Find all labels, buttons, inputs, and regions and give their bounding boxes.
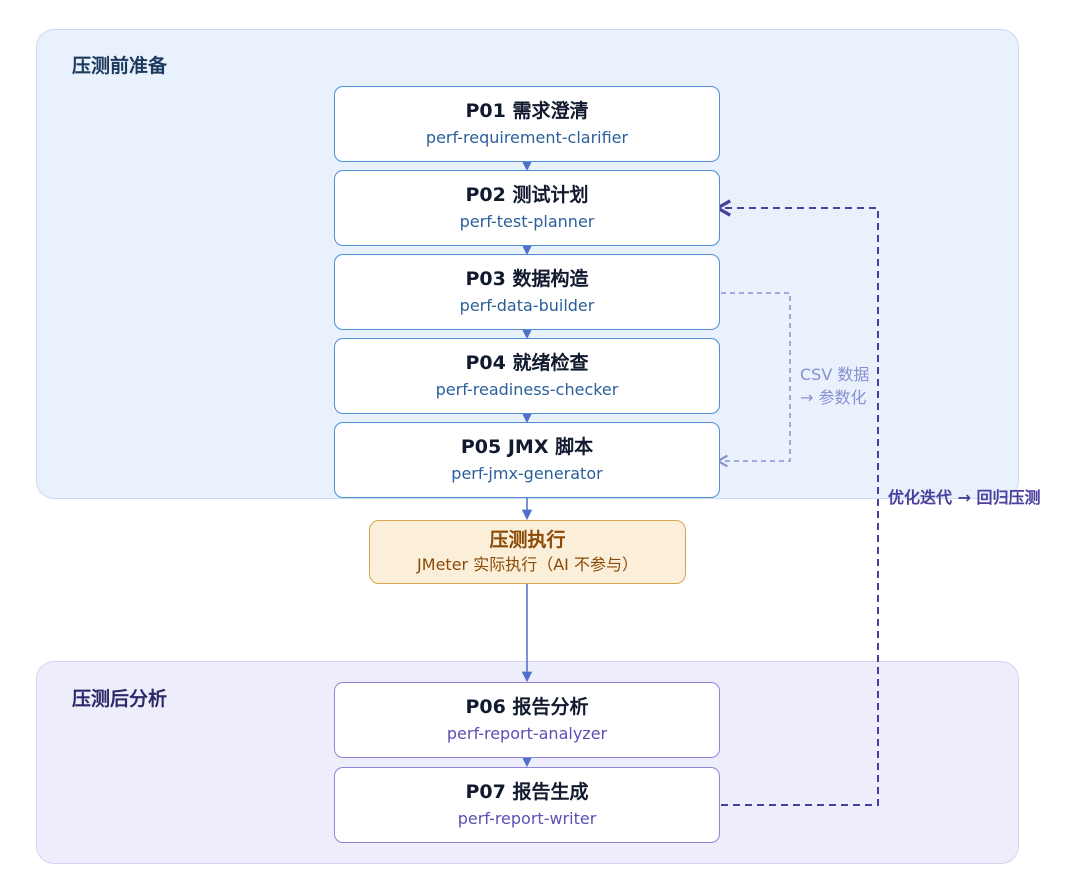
node-p05-title: P05 JMX 脚本 <box>460 436 594 458</box>
post-test-group-title: 压测后分析 <box>72 688 168 710</box>
csv-label: CSV 数据 → 参数化 <box>800 363 869 409</box>
node-exec-subtitle: JMeter 实际执行（AI 不参与） <box>417 555 638 574</box>
node-p06: P06 报告分析 perf-report-analyzer <box>334 682 720 758</box>
node-p05-subtitle: perf-jmx-generator <box>451 464 603 483</box>
node-p04-subtitle: perf-readiness-checker <box>435 380 619 399</box>
node-p05: P05 JMX 脚本 perf-jmx-generator <box>334 422 720 498</box>
loop-label: 优化迭代 → 回归压测 <box>888 488 1041 507</box>
node-p07: P07 报告生成 perf-report-writer <box>334 767 720 843</box>
node-p03-title: P03 数据构造 <box>465 268 589 290</box>
pre-test-group-title: 压测前准备 <box>72 55 168 77</box>
node-exec: 压测执行 JMeter 实际执行（AI 不参与） <box>369 520 686 584</box>
csv-connector <box>715 292 791 468</box>
node-p07-title: P07 报告生成 <box>465 781 589 803</box>
node-p06-title: P06 报告分析 <box>465 696 589 718</box>
node-exec-title: 压测执行 <box>489 529 566 551</box>
node-p04: P04 就绪检查 perf-readiness-checker <box>334 338 720 414</box>
node-p02-subtitle: perf-test-planner <box>459 212 595 231</box>
csv-label-line1: CSV 数据 <box>800 365 870 384</box>
node-p06-subtitle: perf-report-analyzer <box>446 724 608 743</box>
node-p02: P02 测试计划 perf-test-planner <box>334 170 720 246</box>
node-p02-title: P02 测试计划 <box>465 184 589 206</box>
node-p03-subtitle: perf-data-builder <box>459 296 595 315</box>
node-p01-subtitle: perf-requirement-clarifier <box>425 128 629 147</box>
node-p01: P01 需求澄清 perf-requirement-clarifier <box>334 86 720 162</box>
node-p03: P03 数据构造 perf-data-builder <box>334 254 720 330</box>
node-p07-subtitle: perf-report-writer <box>457 809 597 828</box>
node-p04-title: P04 就绪检查 <box>465 352 589 374</box>
node-p01-title: P01 需求澄清 <box>465 100 589 122</box>
loop-connector <box>714 199 879 806</box>
csv-label-line2: → 参数化 <box>800 388 867 407</box>
